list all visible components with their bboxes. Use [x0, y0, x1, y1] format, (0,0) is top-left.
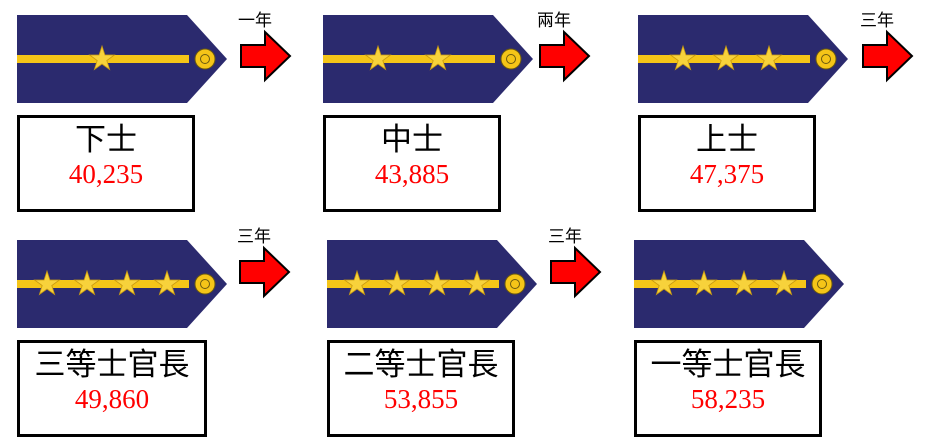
star-icon	[153, 269, 181, 296]
star-icon	[33, 269, 61, 296]
rank-5: 二等士官長 53,855	[327, 240, 537, 445]
rank-salary: 43,885	[374, 159, 450, 189]
right-arrow-icon	[862, 29, 914, 83]
star-icon	[423, 269, 451, 296]
right-arrow-icon	[239, 245, 291, 299]
arrow-shape	[862, 29, 914, 83]
rank-3: 上士 47,375	[638, 15, 848, 215]
star-icon	[770, 269, 798, 296]
promotion-step-4: 三年	[237, 222, 293, 302]
star-icon	[383, 269, 411, 296]
button-icon	[194, 273, 216, 295]
button-ring	[200, 54, 210, 64]
star-icon	[73, 269, 101, 296]
star-icon	[343, 269, 371, 296]
button-icon	[194, 48, 216, 70]
star-icon	[463, 269, 491, 296]
right-arrow-icon	[550, 245, 602, 299]
right-arrow-icon	[240, 29, 292, 83]
rank-stripe	[634, 280, 806, 288]
star-icon	[88, 44, 116, 71]
right-arrow-icon	[539, 29, 591, 83]
rank-stripe	[17, 280, 189, 288]
rank-title: 下士	[75, 122, 137, 158]
button-ring	[200, 279, 210, 289]
rank-title: 中士	[381, 122, 443, 158]
arrow-shape	[239, 245, 291, 299]
button-icon	[504, 273, 526, 295]
rank-salary: 40,235	[68, 159, 144, 189]
rank-salary: 47,375	[689, 159, 765, 189]
rank-salary: 58,235	[690, 384, 766, 414]
star-icon	[113, 269, 141, 296]
arrow-shape	[539, 29, 591, 83]
rank-stripe	[323, 55, 495, 63]
rank-title: 三等士官長	[34, 347, 190, 383]
button-ring	[506, 54, 516, 64]
shoulder-board-1	[17, 15, 227, 103]
button-ring	[821, 54, 831, 64]
rank-salary: 53,855	[383, 384, 459, 414]
years-label: 三年	[237, 227, 271, 247]
years-label: 三年	[548, 227, 582, 247]
star-icon	[712, 44, 740, 71]
shoulder-board-6	[634, 240, 844, 328]
rank-card-5: 二等士官長 53,855	[327, 340, 515, 437]
shoulder-board-4	[17, 240, 227, 328]
rank-card-4: 三等士官長 49,860	[17, 340, 207, 437]
button-icon	[500, 48, 522, 70]
rank-1: 下士 40,235	[17, 15, 227, 215]
shoulder-board-3	[638, 15, 848, 103]
arrow-shape	[240, 29, 292, 83]
star-icon	[730, 269, 758, 296]
button-ring	[510, 279, 520, 289]
arrow-shape	[550, 245, 602, 299]
rank-4: 三等士官長 49,860	[17, 240, 227, 445]
rank-salary: 49,860	[74, 384, 150, 414]
promotion-step-5: 三年	[548, 222, 604, 302]
promotion-step-1: 一年	[238, 6, 294, 86]
rank-stripe	[327, 280, 499, 288]
years-label: 兩年	[537, 11, 571, 31]
button-icon	[815, 48, 837, 70]
years-label: 一年	[238, 11, 272, 31]
rank-card-1: 下士 40,235	[17, 115, 195, 212]
rank-title: 上士	[696, 122, 758, 158]
star-icon	[755, 44, 783, 71]
rank-card-6: 一等士官長 58,235	[634, 340, 822, 437]
star-icon	[669, 44, 697, 71]
star-icon	[364, 44, 392, 71]
shoulder-board-2	[323, 15, 533, 103]
button-ring	[817, 279, 827, 289]
rank-6: 一等士官長 58,235	[634, 240, 844, 445]
star-icon	[650, 269, 678, 296]
rank-card-2: 中士 43,885	[323, 115, 501, 212]
rank-card-3: 上士 47,375	[638, 115, 816, 212]
rank-title: 一等士官長	[650, 347, 806, 383]
star-icon	[690, 269, 718, 296]
star-icon	[424, 44, 452, 71]
shoulder-board-5	[327, 240, 537, 328]
button-icon	[811, 273, 833, 295]
rank-title: 二等士官長	[343, 347, 499, 383]
years-label: 三年	[860, 11, 894, 31]
promotion-step-3: 三年	[860, 6, 916, 86]
promotion-step-2: 兩年	[537, 6, 593, 86]
rank-2: 中士 43,885	[323, 15, 533, 215]
